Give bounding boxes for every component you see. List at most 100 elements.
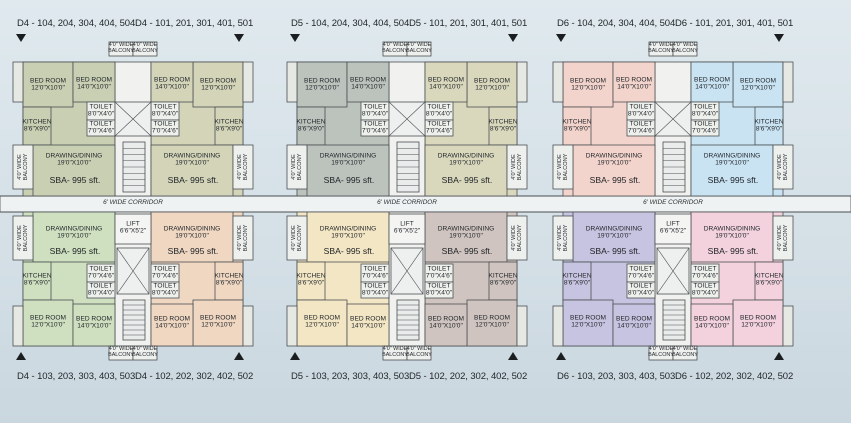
tower-d5-balcony-bottom-2 <box>406 345 432 361</box>
tower-d6-header-bottom-left: D6 - 103, 203, 303, 403, 503 <box>557 371 676 382</box>
tower-d6-tr-balcony-side <box>772 144 794 190</box>
tower-d5-br-toilet2 <box>424 281 454 299</box>
tower-d4-br-balcony-side-label: 4'0" WIDE BALCONY <box>237 224 249 252</box>
tower-d5-tl-drawing <box>306 144 390 197</box>
tower-d6-tl-balcony-side <box>552 144 574 190</box>
tower-d6-tr-bed2 <box>690 61 734 103</box>
tower-d6-bl-toilet2 <box>626 281 656 299</box>
tower-d6-bl-kitchen-label: KITCHEN 8'6"X9'0" <box>562 272 592 287</box>
tower-d6-balcony-top-1-label: 4'0" WIDE BALCONY <box>648 42 674 54</box>
tower-d5-tl-bed2-label: BED ROOM 14'0"X10'0" <box>350 76 386 91</box>
tower-d6-tr-drawing <box>690 144 774 197</box>
tower-d4-balcony-bottom-2 <box>132 345 158 361</box>
tower-d4-tl-sba: SBA- 995 sft. <box>49 175 101 185</box>
tower-d5-balcony-bottom-1-label: 4'0" WIDE BALCONY <box>382 346 408 358</box>
tower-d4-tl-bed1-label: BED ROOM 12'0"X10'0" <box>30 77 66 92</box>
tower-d6-tl-sba: SBA- 995 sft. <box>589 175 641 185</box>
tower-d6-br-bed2 <box>690 303 734 347</box>
tower-d6-bl-bed1-label: BED ROOM 12'0"X10'0" <box>570 314 606 329</box>
tower-d5-tr-toilet1-label: TOILET 8'0"X4'0" <box>425 103 453 118</box>
tower-d6-bl-toilet2-label: TOILET 7'0"X4'6" <box>627 265 655 280</box>
tower-d4-balcony-bottom-2-label: 4'0" WIDE BALCONY <box>132 346 158 358</box>
tower-d5-tl-sba: SBA- 995 sft. <box>323 175 375 185</box>
tower-d5-header-top-left: D5 - 104, 204, 304, 404, 504 <box>291 18 410 29</box>
tower-d4-tr-toilet1-label: TOILET 8'0"X4'0" <box>151 103 179 118</box>
tower-d5-header-top-right: D5 - 101, 201, 301, 401, 501 <box>409 18 528 29</box>
tower-d5-bl-bed2 <box>346 303 390 347</box>
tower-d4-bl-bed1-label: BED ROOM 12'0"X10'0" <box>30 314 66 329</box>
tower-d6-bl-balcony-side <box>552 215 574 261</box>
tower-d5-tl-kitchen-label: KITCHEN 8'6"X9'0" <box>296 118 326 133</box>
tower-d4-north-arrow-tl <box>16 34 26 42</box>
tower-d5-br-toilet1-label: TOILET 8'0"X4'0" <box>425 282 453 297</box>
tower-d5-br-drawing <box>424 211 508 263</box>
tower-d6-br-bed1-label: BED ROOM 12'0"X10'0" <box>740 314 776 329</box>
tower-d4-corridor-label: 6' WIDE CORRIDOR <box>103 199 163 206</box>
tower-d6-tl-kitchen-label: KITCHEN 8'6"X9'0" <box>562 118 592 133</box>
tower-d5-balcony-top-2 <box>406 41 432 57</box>
tower-d4-lift-label: LIFT 6'6"X5'2" <box>119 220 147 235</box>
tower-d5-bl-kitchen <box>296 261 326 301</box>
tower-d5-balcony-bottom-2-label: 4'0" WIDE BALCONY <box>406 346 432 358</box>
tower-d6-tr-drawing-label: DRAWING/DINING 19'0"X10'0" <box>703 152 761 167</box>
tower-d6-bl-bed2-label: BED ROOM 14'0"X10'0" <box>616 315 652 330</box>
tower-d4-tl-toilet2-label: TOILET 7'0"X4'6" <box>87 120 115 135</box>
tower-d4-north-arrow-bl <box>16 352 26 360</box>
tower-d6-bl-balcony-side-label: 4'0" WIDE BALCONY <box>557 224 569 252</box>
tower-d5-tr-drawing <box>424 144 508 197</box>
tower-d4-tl-drawing <box>32 144 116 197</box>
tower-d4-bl-balcony-side-label: 4'0" WIDE BALCONY <box>17 224 29 252</box>
tower-d6-balcony-top-2-label: 4'0" WIDE BALCONY <box>672 42 698 54</box>
tower-d6-tl-bed2-label: BED ROOM 14'0"X10'0" <box>616 76 652 91</box>
tower-d4-tr-toilet2-label: TOILET 7'0"X4'6" <box>151 120 179 135</box>
tower-d5-br-toilet2-label: TOILET 7'0"X4'6" <box>425 265 453 280</box>
tower-d5-tr-drawing-label: DRAWING/DINING 19'0"X10'0" <box>437 152 495 167</box>
tower-d6-bl-drawing-label: DRAWING/DINING 19'0"X10'0" <box>585 225 643 240</box>
tower-d4-shaft-top-x <box>114 101 152 137</box>
tower-d4-bl-bed1 <box>22 299 74 347</box>
tower-d5-tl-duct <box>286 61 298 103</box>
tower-d4-tr-sba: SBA- 995 sft. <box>167 175 219 185</box>
tower-d5-north-arrow-bl <box>290 352 300 360</box>
tower-d5-tl-drawing-label: DRAWING/DINING 19'0"X10'0" <box>319 152 377 167</box>
tower-d6-tr-kitchen <box>754 106 784 146</box>
tower-d6-br-kitchen <box>754 261 784 301</box>
tower-d5-tr-duct <box>516 61 528 103</box>
tower-d4-header-bottom-left: D4 - 103, 203, 303, 403, 503 <box>17 371 136 382</box>
tower-d4-tl-kitchen-label: KITCHEN 8'6"X9'0" <box>22 118 52 133</box>
tower-d4-bl-toilet1-label: TOILET 8'0"X4'0" <box>87 282 115 297</box>
tower-d5-br-drawing-label: DRAWING/DINING 19'0"X10'0" <box>437 225 495 240</box>
tower-d6-lift <box>654 213 692 245</box>
tower-d6-tr-kitchen-label: KITCHEN 8'6"X9'0" <box>754 118 784 133</box>
tower-d6-tr-bed1-label: BED ROOM 12'0"X10'0" <box>740 77 776 92</box>
tower-d4-north-arrow-br <box>234 352 244 360</box>
tower-d4-bl-kitchen-label: KITCHEN 8'6"X9'0" <box>22 272 52 287</box>
tower-d5-tr-bed1-label: BED ROOM 12'0"X10'0" <box>474 77 510 92</box>
tower-d5-bl-toilet2 <box>360 281 390 299</box>
tower-d6-tl-drawing-label: DRAWING/DINING 19'0"X10'0" <box>585 152 643 167</box>
tower-d5-bl-toilet1-label: TOILET 8'0"X4'0" <box>361 282 389 297</box>
tower-d5-tl-kitchen <box>296 106 326 146</box>
tower-d6-balcony-top-2 <box>672 41 698 57</box>
tower-d5-header-bottom-right: D5 - 102, 202, 302, 402, 502 <box>409 371 528 382</box>
tower-d5-tr-balcony-side <box>506 144 528 190</box>
tower-d5-tl-toilet1-label: TOILET 8'0"X4'0" <box>361 103 389 118</box>
tower-d5-tl-balcony-side <box>286 144 308 190</box>
tower-d4-header-top-left: D4 - 104, 204, 304, 404, 504 <box>17 18 136 29</box>
tower-d5-bl-bed1-label: BED ROOM 12'0"X10'0" <box>304 314 340 329</box>
tower-d6-br-balcony-side-label: 4'0" WIDE BALCONY <box>777 224 789 252</box>
tower-d5-br-balcony-side <box>506 215 528 261</box>
tower-d6-tl-bed1-label: BED ROOM 12'0"X10'0" <box>570 77 606 92</box>
tower-d6-br-toilet1-label: TOILET 8'0"X4'0" <box>691 282 719 297</box>
tower-d5-br-sba: SBA- 995 sft. <box>441 246 493 256</box>
tower-d4-tr-balcony-side-label: 4'0" WIDE BALCONY <box>237 153 249 181</box>
tower-d4-tl-balcony-side-label: 4'0" WIDE BALCONY <box>17 153 29 181</box>
tower-d4-tl-bed2-label: BED ROOM 14'0"X10'0" <box>76 76 112 91</box>
tower-d4-br-kitchen <box>214 261 244 301</box>
tower-d4-br-balcony-side <box>232 215 254 261</box>
tower-d4-br-duct <box>242 305 254 347</box>
tower-d4-tr-drawing <box>150 144 234 197</box>
tower-d5-tr-kitchen <box>488 106 518 146</box>
tower-d4-br-toilet2-label: TOILET 7'0"X4'6" <box>151 265 179 280</box>
